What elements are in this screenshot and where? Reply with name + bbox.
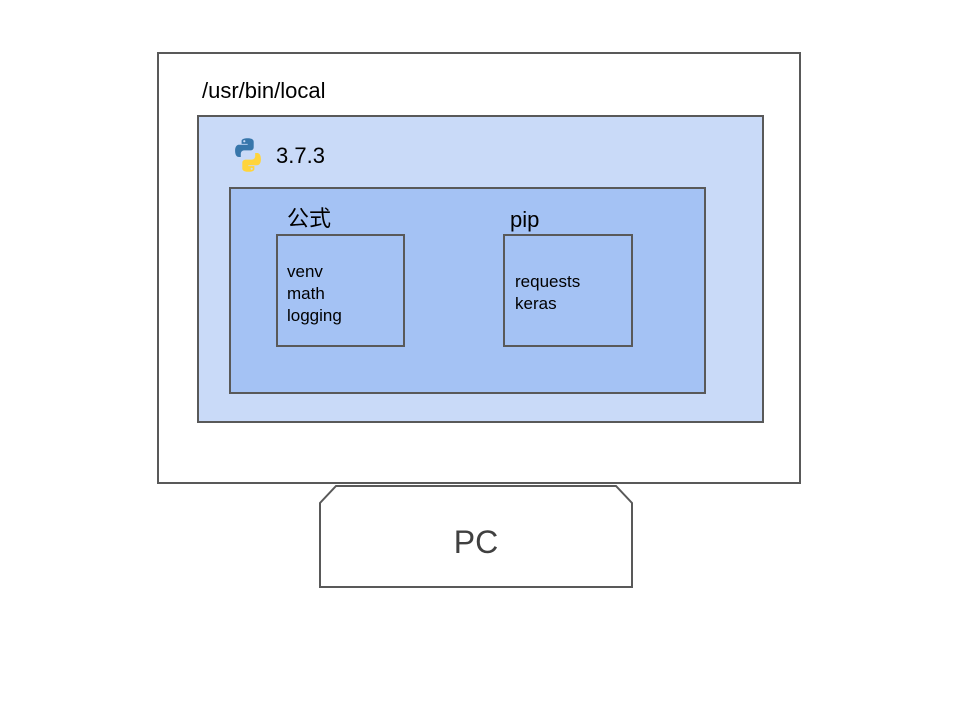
- package-item: keras: [515, 294, 557, 313]
- package-item: requests: [515, 272, 581, 291]
- python-version-label: 3.7.3: [276, 143, 325, 168]
- pc-stand: [319, 485, 633, 588]
- install-path-label: /usr/bin/local: [202, 78, 326, 103]
- package-item: venv: [287, 262, 323, 281]
- official-packages-title: 公式: [287, 206, 332, 231]
- packages-box: [229, 187, 706, 394]
- python-logo-icon: [235, 138, 261, 172]
- official-packages-box: venv math logging: [276, 234, 405, 347]
- pc-label: PC: [453, 524, 499, 560]
- pip-packages-title: pip: [510, 207, 540, 232]
- package-item: logging: [287, 306, 342, 325]
- package-item: math: [287, 284, 325, 303]
- pip-packages-box: requests keras: [503, 234, 633, 347]
